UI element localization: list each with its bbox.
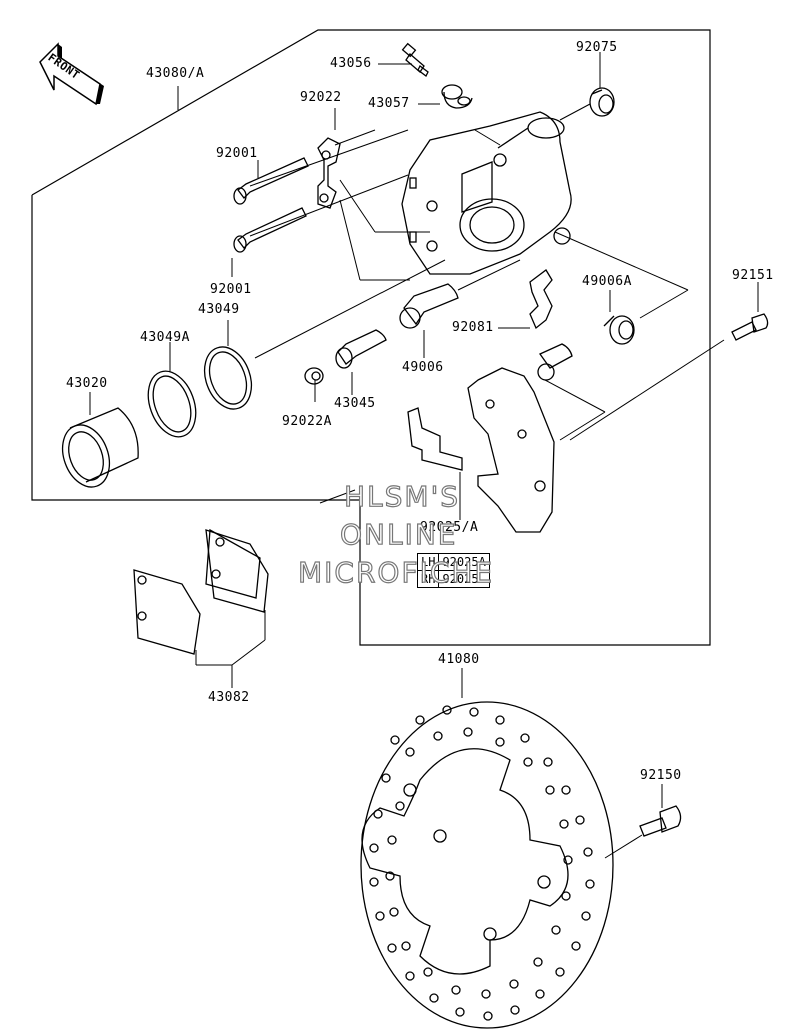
caliper-assembly-outline <box>31 29 711 646</box>
part-label-49006: 49006 <box>402 360 444 375</box>
pin-49006-part <box>399 283 459 329</box>
boot-49006A-part <box>603 315 635 345</box>
piston-43020-part <box>61 407 139 488</box>
part-label-92151: 92151 <box>732 268 774 283</box>
variant-row-lh: LH 92025A <box>416 553 490 571</box>
brake-disc-41080-part <box>360 701 614 1029</box>
variant-row-rh: RH 92025 <box>416 570 490 588</box>
boot-92075-part <box>589 87 615 117</box>
brake-pads-43082-part <box>133 528 269 655</box>
part-label-49006A: 49006A <box>582 274 632 289</box>
variant-table: LH 92025A RH 92025 <box>416 553 490 588</box>
part-label-43056: 43056 <box>330 56 372 71</box>
part-label-43057: 43057 <box>368 96 410 111</box>
bolt-92150-part <box>639 805 682 837</box>
caliper-bracket-part <box>467 343 573 533</box>
part-label-43020: 43020 <box>66 376 108 391</box>
part-label-41080: 41080 <box>438 652 480 667</box>
part-label-43049A: 43049A <box>140 330 190 345</box>
watermark-line-2: ONLINE <box>339 517 458 551</box>
part-label-43045: 43045 <box>334 396 376 411</box>
watermark-line-3: MICROFICHE <box>297 555 495 589</box>
bleeder-valve-part <box>401 42 429 77</box>
clip-92022A-part <box>304 367 324 385</box>
part-label-92001-lower: 92001 <box>210 282 252 297</box>
part-label-92150: 92150 <box>640 768 682 783</box>
front-arrow-icon <box>39 42 104 106</box>
part-label-92025A: 92025/A <box>420 520 479 535</box>
variant-part: 92025 <box>438 570 490 588</box>
bolt-92001-upper-part <box>233 157 309 205</box>
seal-43049-part <box>203 346 253 410</box>
spring-92081-part <box>529 269 553 330</box>
part-label-43080A: 43080/A <box>146 66 205 81</box>
part-label-43049: 43049 <box>198 302 240 317</box>
caliper-body-part <box>401 111 572 275</box>
bolt-92151-part <box>731 313 769 341</box>
pin-43045-part <box>335 329 387 369</box>
variant-side: RH <box>416 570 440 588</box>
plate-92022-part <box>317 137 341 209</box>
seal-43049A-part <box>147 370 197 438</box>
leader-lines <box>89 52 759 859</box>
part-label-92022A: 92022A <box>282 414 332 429</box>
bolt-92001-lower-part <box>233 207 307 253</box>
part-label-92075: 92075 <box>576 40 618 55</box>
part-label-92001-upper: 92001 <box>216 146 258 161</box>
variant-part: 92025A <box>438 553 490 571</box>
bleeder-cap-part <box>441 84 473 109</box>
watermark-line-1: HLSM'S <box>343 479 461 513</box>
pad-spring-92025A-part <box>407 407 463 471</box>
part-label-43082: 43082 <box>208 690 250 705</box>
part-label-92022: 92022 <box>300 90 342 105</box>
part-label-92081: 92081 <box>452 320 494 335</box>
